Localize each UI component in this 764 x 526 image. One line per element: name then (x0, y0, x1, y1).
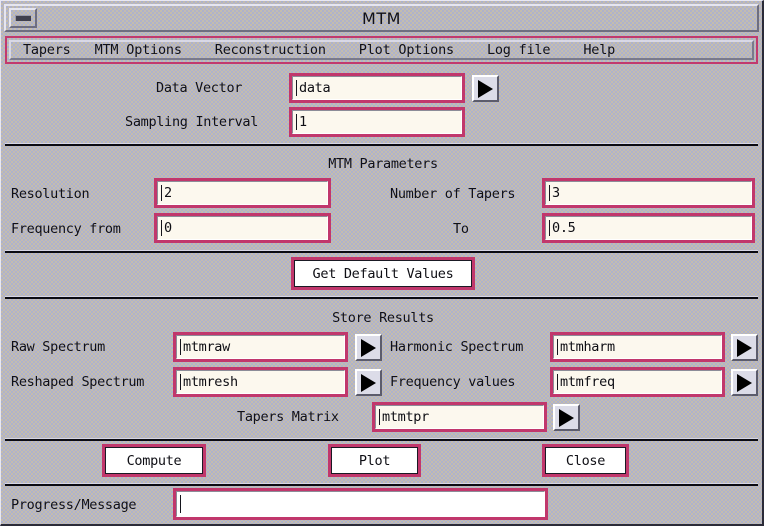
separator-2 (5, 250, 758, 254)
raw-spectrum-value[interactable]: mtmraw (176, 335, 345, 359)
progress-message-input[interactable] (173, 488, 548, 520)
number-of-tapers-label: Number of Tapers (390, 186, 516, 202)
menu-item-mtm-options[interactable]: MTM Options (94, 42, 182, 58)
tapers-matrix-label: Tapers Matrix (237, 409, 339, 425)
frequency-from-input[interactable]: 0 (154, 213, 331, 243)
reshaped-spectrum-label: Reshaped Spectrum (11, 374, 145, 390)
harmonic-spectrum-browse-button[interactable] (731, 334, 758, 361)
menu-bar: Tapers MTM Options Reconstruction Plot O… (5, 36, 758, 64)
mtm-parameters-heading: MTM Parameters (328, 156, 438, 172)
sampling-interval-input[interactable]: 1 (289, 107, 465, 137)
menu-item-log-file[interactable]: Log file (486, 42, 551, 58)
frequency-values-input[interactable]: mtmfreq (550, 367, 725, 397)
number-of-tapers-input[interactable]: 3 (542, 178, 755, 208)
get-default-values-button[interactable]: Get Default Values (291, 257, 475, 290)
raw-spectrum-input[interactable]: mtmraw (173, 332, 348, 362)
resolution-label: Resolution (11, 186, 90, 202)
separator-4 (5, 438, 758, 442)
reshaped-spectrum-input[interactable]: mtmresh (173, 367, 348, 397)
frequency-to-value[interactable]: 0.5 (545, 216, 752, 240)
reshaped-spectrum-browse-button[interactable] (355, 369, 382, 396)
separator-3 (5, 296, 758, 300)
data-vector-value[interactable]: data (292, 76, 462, 100)
tapers-matrix-browse-button[interactable] (553, 404, 580, 431)
frequency-to-input[interactable]: 0.5 (542, 213, 755, 243)
triangle-right-icon (361, 373, 376, 392)
get-default-values-label: Get Default Values (294, 260, 472, 287)
window-title: MTM (362, 8, 401, 28)
tapers-matrix-input[interactable]: mtmtpr (372, 402, 547, 432)
data-vector-browse-button[interactable] (472, 75, 499, 102)
progress-message-value[interactable] (176, 491, 545, 517)
triangle-right-icon (478, 79, 493, 98)
tapers-matrix-value[interactable]: mtmtpr (375, 405, 544, 429)
triangle-right-icon (559, 408, 574, 427)
menu-item-plot-options[interactable]: Plot Options (358, 42, 454, 58)
compute-button-label: Compute (105, 447, 203, 474)
menu-bar-inner: Tapers MTM Options Reconstruction Plot O… (9, 40, 754, 60)
reshaped-spectrum-value[interactable]: mtmresh (176, 370, 345, 394)
store-results-heading: Store Results (332, 310, 434, 326)
sampling-interval-label: Sampling Interval (125, 114, 259, 130)
progress-message-label: Progress/Message (11, 497, 137, 513)
minimize-icon[interactable] (9, 8, 37, 28)
close-button[interactable]: Close (542, 444, 629, 477)
number-of-tapers-value[interactable]: 3 (545, 181, 752, 205)
harmonic-spectrum-value[interactable]: mtmharm (553, 335, 722, 359)
raw-spectrum-label: Raw Spectrum (11, 339, 105, 355)
menu-item-tapers[interactable]: Tapers (23, 42, 71, 58)
title-bar: MTM (4, 4, 759, 32)
frequency-from-value[interactable]: 0 (157, 216, 328, 240)
plot-button-label: Plot (331, 447, 418, 474)
close-button-label: Close (545, 447, 626, 474)
frequency-to-label: To (453, 221, 469, 237)
separator-5 (5, 483, 758, 487)
sampling-interval-value[interactable]: 1 (292, 110, 462, 134)
resolution-input[interactable]: 2 (154, 178, 331, 208)
data-vector-input[interactable]: data (289, 73, 465, 103)
triangle-right-icon (737, 338, 752, 357)
resolution-value[interactable]: 2 (157, 181, 328, 205)
menu-item-help[interactable]: Help (583, 42, 616, 58)
triangle-right-icon (737, 373, 752, 392)
menu-item-reconstruction[interactable]: Reconstruction (214, 42, 326, 58)
data-vector-label: Data Vector (156, 80, 243, 96)
plot-button[interactable]: Plot (328, 444, 421, 477)
harmonic-spectrum-input[interactable]: mtmharm (550, 332, 725, 362)
frequency-values-value[interactable]: mtmfreq (553, 370, 722, 394)
frequency-values-label: Frequency values (390, 374, 516, 390)
frequency-from-label: Frequency from (11, 221, 121, 237)
separator-1 (5, 143, 758, 147)
raw-spectrum-browse-button[interactable] (355, 334, 382, 361)
harmonic-spectrum-label: Harmonic Spectrum (390, 339, 524, 355)
frequency-values-browse-button[interactable] (731, 369, 758, 396)
triangle-right-icon (361, 338, 376, 357)
compute-button[interactable]: Compute (102, 444, 206, 477)
